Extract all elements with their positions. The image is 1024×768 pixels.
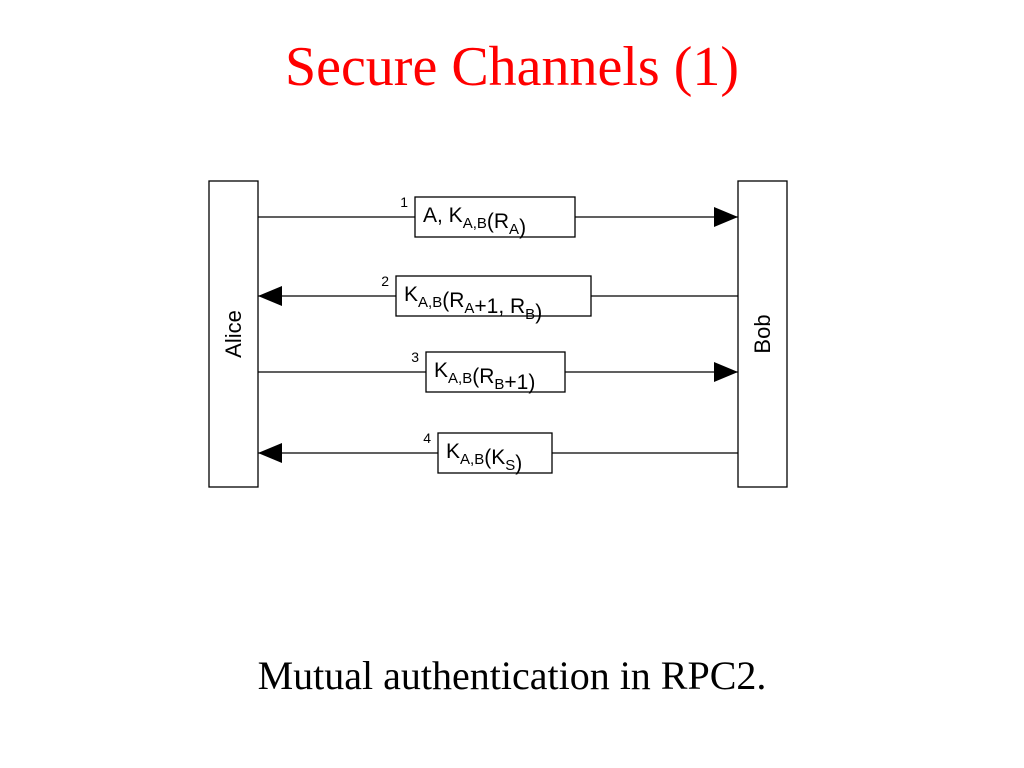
message-label: KA,B(KS)	[446, 440, 522, 475]
message-box	[425, 351, 566, 393]
message-step-number: 1	[400, 194, 408, 210]
message-label: KA,B(RA+1, RB)	[404, 283, 542, 324]
message-step-number: 2	[381, 273, 389, 289]
alice-label: Alice	[221, 310, 246, 358]
slide-caption: Mutual authentication in RPC2.	[257, 653, 767, 698]
message-box	[395, 275, 592, 317]
message-step-number: 4	[423, 430, 431, 446]
message-box	[437, 432, 553, 474]
message-row: 1 A, KA,B(RA)	[258, 194, 738, 239]
slide-title: Secure Channels (1)	[284, 36, 740, 98]
message-row: 3KA,B(RB+1)	[258, 349, 738, 394]
alice-box	[208, 180, 259, 488]
message-list: 1A, KA,B(RA)2KA,B(RA+1, RB)3KA,B(RB+1)4K…	[258, 194, 738, 475]
message-label: A, KA,B(RA)	[423, 204, 526, 239]
message-row: 4KA,B(KS)	[258, 430, 738, 475]
message-row: 2KA,B(RA+1, RB)	[258, 273, 738, 324]
bob-label: Bob	[750, 314, 775, 353]
bob-box	[737, 180, 788, 488]
message-step-number: 3	[411, 349, 419, 365]
message-label: KA,B(RB+1)	[434, 359, 535, 394]
message-box	[414, 196, 576, 238]
